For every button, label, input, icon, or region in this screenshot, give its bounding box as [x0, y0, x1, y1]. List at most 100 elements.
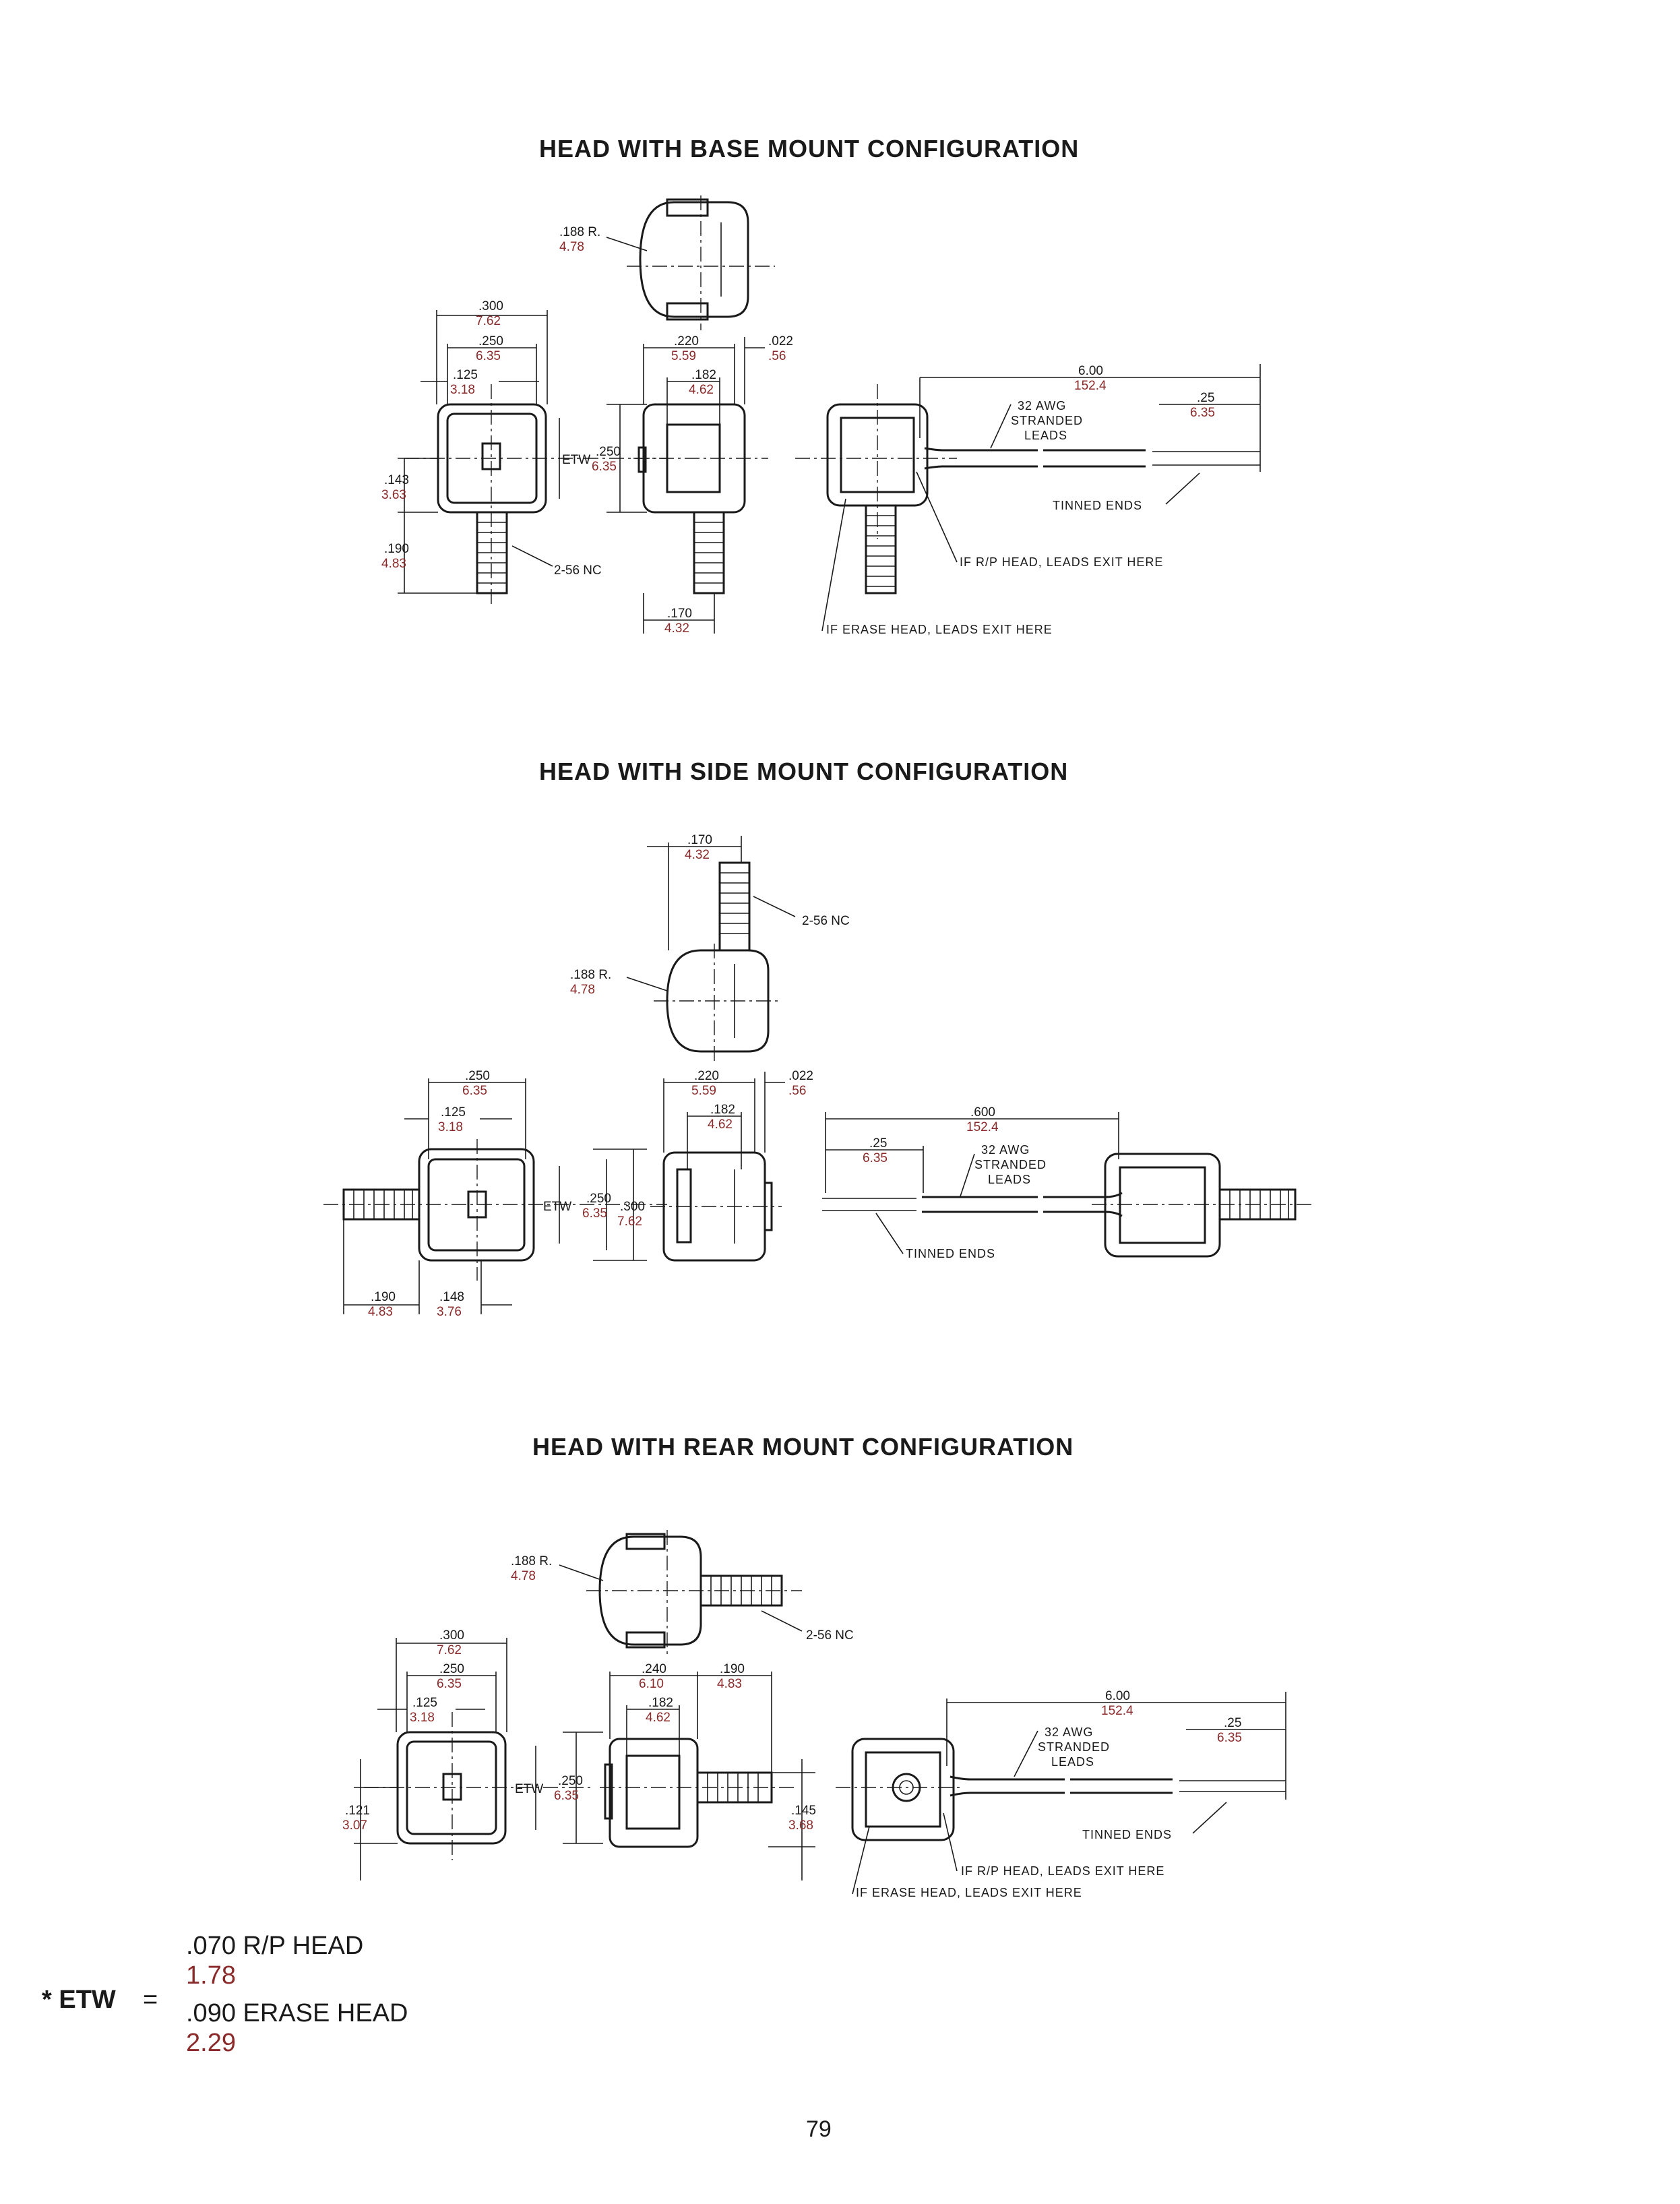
rear-width-300-metric: 7.62 [437, 1643, 462, 1657]
base-rear-view: 6.00 152.4 .25 6.35 32 AWG STRANDED LEAD… [795, 364, 1261, 636]
side-tinned-ends: TINNED ENDS [906, 1247, 995, 1260]
base-strip-length-metric: 6.35 [1190, 406, 1215, 420]
base-height-250: .250 [596, 445, 621, 459]
base-width-300-metric: 7.62 [476, 314, 501, 328]
side-awg-line1: 32 AWG [981, 1143, 1030, 1157]
rear-awg-line1: 32 AWG [1045, 1725, 1093, 1739]
rear-width-300: .300 [439, 1628, 464, 1643]
base-side-depth-182: .182 [691, 368, 716, 382]
side-awg-line3: LEADS [988, 1173, 1031, 1186]
side-rear-view: .600 152.4 .25 6.35 32 AWG STRANDED LEAD… [822, 1105, 1314, 1260]
side-radius-dim: .188 R. [570, 968, 611, 982]
side-top-width-170: .170 [687, 833, 712, 847]
side-etw-label: ETW [543, 1200, 571, 1214]
side-height-250: .250 [586, 1192, 611, 1206]
side-thread-label: 2-56 NC [802, 914, 850, 928]
rear-side-depth-240-metric: 6.10 [639, 1677, 664, 1691]
base-width-250: .250 [478, 334, 503, 348]
rear-side-height-145: .145 [791, 1804, 816, 1818]
rear-tinned-ends: TINNED ENDS [1082, 1828, 1172, 1841]
base-awg-line2: STRANDED [1011, 414, 1083, 427]
side-radius-dim-metric: 4.78 [570, 983, 595, 997]
base-top-view: .188 R. 4.78 [559, 195, 775, 330]
side-lead-length: .600 [970, 1105, 995, 1120]
rear-front-view: .300 7.62 .250 6.35 .125 3.18 .121 3.07 … [342, 1628, 603, 1880]
base-tinned-ends: TINNED ENDS [1053, 499, 1142, 512]
rear-mount-diagram: .188 R. 4.78 2-56 NC .300 7.62 .250 6.35… [342, 1530, 1286, 1899]
etw-legend-equals: = [143, 1986, 158, 2014]
base-width-125-metric: 3.18 [450, 383, 475, 397]
side-width-190-metric: 4.83 [368, 1305, 393, 1319]
side-side-depth-182-metric: 4.62 [708, 1118, 733, 1132]
rear-width-250: .250 [439, 1662, 464, 1676]
base-strip-length: .25 [1197, 391, 1214, 405]
side-mount-diagram: .170 4.32 2-56 NC .188 R. 4.78 [323, 833, 1314, 1319]
rear-radius-dim: .188 R. [511, 1554, 552, 1568]
side-side-depth-220-metric: 5.59 [691, 1084, 716, 1098]
base-radius-dim: .188 R. [559, 225, 600, 239]
side-width-190: .190 [371, 1290, 396, 1304]
rear-side-depth-240: .240 [642, 1662, 666, 1676]
side-width-250: .250 [465, 1069, 490, 1083]
base-side-depth-220-metric: 5.59 [671, 349, 696, 363]
section-title-base-mount: HEAD WITH BASE MOUNT CONFIGURATION [539, 135, 1080, 162]
base-height-143: .143 [384, 473, 409, 487]
etw-rp-head: .070 R/P HEAD [186, 1932, 364, 1960]
rear-height-250: .250 [558, 1774, 583, 1788]
side-height-300-metric: 7.62 [617, 1215, 642, 1229]
side-side-depth-182: .182 [710, 1103, 735, 1117]
rear-side-height-145-metric: 3.68 [788, 1818, 813, 1833]
rear-height-121: .121 [345, 1804, 370, 1818]
base-awg-line3: LEADS [1024, 429, 1067, 442]
base-front-view: .300 7.62 .250 6.35 .125 3.18 .143 3.63 … [381, 299, 667, 607]
rear-etw-label: ETW [515, 1782, 543, 1796]
base-width-300: .300 [478, 299, 503, 313]
rear-rp-exit-note: IF R/P HEAD, LEADS EXIT HERE [961, 1864, 1164, 1878]
etw-erase-head: .090 ERASE HEAD [186, 1999, 408, 2027]
base-side-depth-170-metric: 4.32 [664, 621, 689, 636]
etw-legend-label: * ETW [42, 1986, 116, 2014]
rear-lead-length: 6.00 [1105, 1689, 1130, 1703]
section-title-side-mount: HEAD WITH SIDE MOUNT CONFIGURATION [539, 758, 1069, 785]
rear-height-121-metric: 3.07 [342, 1818, 367, 1833]
side-width-148-metric: 3.76 [437, 1305, 462, 1319]
rear-strip-length: .25 [1224, 1716, 1241, 1730]
rear-awg-line2: STRANDED [1038, 1740, 1110, 1754]
base-height-190-metric: 4.83 [381, 557, 406, 571]
base-etw-label: ETW [562, 453, 590, 467]
side-width-148: .148 [439, 1290, 464, 1304]
rear-side-depth-190-metric: 4.83 [717, 1677, 742, 1691]
base-rp-exit-note: IF R/P HEAD, LEADS EXIT HERE [960, 555, 1163, 569]
side-top-view: .170 4.32 2-56 NC .188 R. 4.78 [570, 833, 850, 1065]
side-width-125-metric: 3.18 [438, 1120, 463, 1134]
rear-width-125: .125 [412, 1696, 437, 1710]
base-side-depth-182-metric: 4.62 [689, 383, 714, 397]
section-title-rear-mount: HEAD WITH REAR MOUNT CONFIGURATION [532, 1433, 1074, 1461]
rear-erase-exit-note: IF ERASE HEAD, LEADS EXIT HERE [856, 1886, 1082, 1899]
rear-awg-line3: LEADS [1051, 1755, 1094, 1769]
base-radius-dim-metric: 4.78 [559, 240, 584, 254]
rear-rear-view: 6.00 152.4 .25 6.35 32 AWG STRANDED LEAD… [836, 1689, 1286, 1899]
base-lead-length-metric: 152.4 [1074, 379, 1107, 393]
etw-rp-head-metric: 1.78 [186, 1961, 236, 1990]
base-side-depth-220: .220 [674, 334, 699, 348]
page-number: 79 [806, 2116, 832, 2142]
rear-side-depth-190: .190 [720, 1662, 745, 1676]
base-thread-label: 2-56 NC [554, 563, 602, 578]
rear-lead-length-metric: 152.4 [1101, 1704, 1133, 1718]
base-height-190: .190 [384, 542, 409, 556]
base-side-depth-170: .170 [667, 607, 692, 621]
base-side-depth-022: .022 [768, 334, 793, 348]
side-height-300: .300 [620, 1200, 645, 1214]
etw-erase-head-metric: 2.29 [186, 2029, 236, 2057]
base-width-125: .125 [453, 368, 478, 382]
base-lead-length: 6.00 [1078, 364, 1103, 378]
base-side-view: .220 5.59 .022 .56 .182 4.62 .170 4.32 [633, 334, 793, 636]
base-height-250-metric: 6.35 [592, 460, 617, 474]
rear-side-depth-182: .182 [648, 1696, 673, 1710]
rear-height-250-metric: 6.35 [554, 1789, 579, 1803]
side-top-width-170-metric: 4.32 [685, 848, 710, 862]
base-width-250-metric: 6.35 [476, 349, 501, 363]
rear-width-125-metric: 3.18 [410, 1711, 435, 1725]
